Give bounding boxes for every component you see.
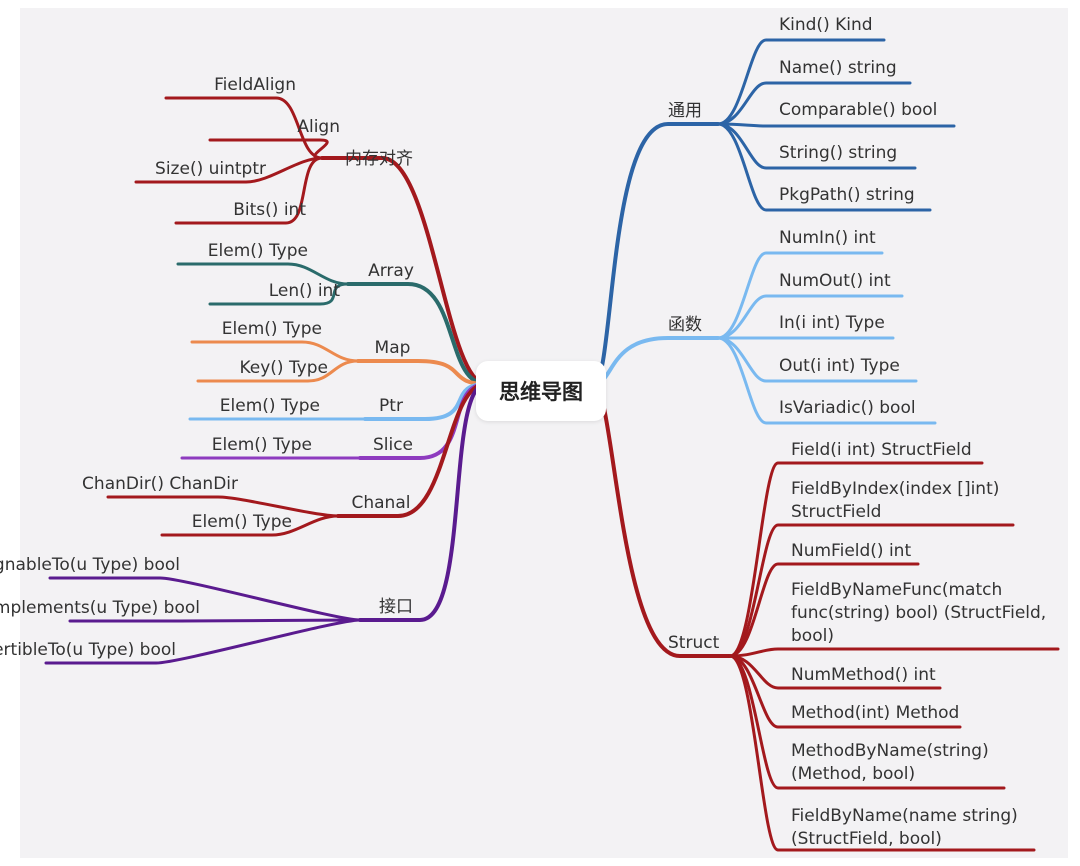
leaf-label-slice-0[interactable]: Elem() Type	[211, 435, 312, 455]
leaf-label-interface-1[interactable]: Implements(u Type) bool	[0, 598, 200, 618]
leaf-label-struct-6[interactable]: MethodByName(string) (Method, bool)	[791, 741, 989, 784]
branch-link-chan	[336, 382, 488, 518]
leaf-label-memory-3[interactable]: Bits() int	[233, 200, 306, 220]
leaf-label-struct-5[interactable]: Method(int) Method	[791, 703, 960, 723]
leaf-label-func-3[interactable]: Out(i int) Type	[779, 356, 900, 376]
leaf-label-ptr-0[interactable]: Elem() Type	[219, 396, 320, 416]
branch-link-interface	[358, 382, 488, 622]
root-node-label: 思维导图	[499, 380, 583, 404]
branch-label-map[interactable]: Map	[374, 338, 411, 358]
leaf-link-interface-2	[44, 618, 362, 665]
leaf-label-interface-0[interactable]: AssignableTo(u Type) bool	[0, 555, 180, 575]
leaf-label-struct-0[interactable]: Field(i int) StructField	[791, 440, 972, 460]
leaf-label-struct-1[interactable]: FieldByIndex(index []int) StructField	[791, 479, 1000, 522]
leaf-link-chan-1	[160, 514, 340, 537]
leaf-link-common-2	[716, 122, 956, 128]
leaf-link-memory-3	[174, 156, 324, 225]
leaf-link-common-4	[716, 122, 932, 212]
leaf-link-func-4	[716, 336, 937, 425]
branch-link-memory	[320, 156, 488, 386]
leaf-label-interface-2[interactable]: ConvertibleTo(u Type) bool	[0, 640, 176, 660]
branch-label-slice[interactable]: Slice	[372, 435, 414, 455]
leaf-label-struct-7[interactable]: FieldByName(name string) (StructField, b…	[791, 806, 1018, 849]
branch-label-struct[interactable]: Struct	[668, 633, 720, 653]
leaf-link-interface-0	[48, 576, 362, 622]
branch-label-memory[interactable]: 内存对齐	[345, 149, 413, 169]
leaf-label-common-1[interactable]: Name() string	[779, 58, 897, 78]
leaf-link-array-0	[176, 262, 350, 286]
leaf-link-func-0	[716, 251, 884, 340]
branch-link-array	[346, 282, 488, 386]
branch-link-common	[592, 122, 720, 386]
leaf-link-chan-0	[106, 495, 340, 518]
branch-label-func[interactable]: 函数	[668, 315, 702, 335]
leaf-link-array-1	[208, 282, 350, 306]
leaf-label-memory-2[interactable]: Size() uintptr	[155, 159, 266, 179]
leaf-label-common-4[interactable]: PkgPath() string	[779, 185, 915, 205]
leaf-link-struct-7	[728, 654, 1036, 852]
leaf-label-common-2[interactable]: Comparable() bool	[779, 100, 938, 120]
leaf-link-common-1	[716, 81, 912, 126]
leaf-label-memory-1[interactable]: Align	[297, 117, 340, 137]
leaf-label-memory-0[interactable]: FieldAlign	[214, 75, 296, 95]
leaf-label-func-4[interactable]: IsVariadic() bool	[779, 398, 916, 418]
leaf-label-struct-2[interactable]: NumField() int	[791, 541, 912, 561]
branch-link-func	[592, 336, 720, 386]
leaf-label-struct-3[interactable]: FieldByNameFunc(match func(string) bool)…	[791, 580, 1047, 646]
leaf-link-struct-3	[728, 647, 1060, 658]
leaf-label-chan-1[interactable]: Elem() Type	[191, 512, 292, 532]
leaf-link-struct-0	[728, 461, 984, 658]
branch-label-ptr[interactable]: Ptr	[379, 396, 403, 416]
leaf-label-common-0[interactable]: Kind() Kind	[779, 15, 873, 35]
leaf-label-struct-4[interactable]: NumMethod() int	[791, 665, 936, 685]
leaf-link-interface-1	[68, 618, 362, 623]
leaf-link-memory-2	[134, 156, 324, 184]
branch-label-chan[interactable]: Chanal	[351, 493, 411, 513]
leaf-label-array-1[interactable]: Len() int	[268, 281, 340, 301]
leaf-label-func-2[interactable]: In(i int) Type	[779, 313, 885, 333]
leaf-label-common-3[interactable]: String() string	[779, 143, 898, 163]
branch-label-interface[interactable]: 接口	[379, 597, 413, 617]
leaf-label-func-1[interactable]: NumOut() int	[779, 271, 891, 291]
leaf-link-struct-2	[728, 562, 920, 658]
leaf-label-map-1[interactable]: Key() Type	[239, 358, 328, 378]
mind-map-canvas	[20, 8, 1068, 858]
root-node[interactable]: 思维导图	[476, 361, 606, 421]
leaf-link-func-1	[716, 294, 904, 340]
leaf-label-func-0[interactable]: NumIn() int	[779, 228, 876, 248]
branch-link-map	[356, 359, 488, 386]
leaf-label-map-0[interactable]: Elem() Type	[221, 319, 322, 339]
leaf-link-common-0	[716, 38, 886, 126]
leaf-link-map-1	[196, 359, 360, 383]
branch-label-array[interactable]: Array	[368, 261, 414, 281]
branch-label-common[interactable]: 通用	[668, 101, 702, 121]
branch-link-struct	[592, 382, 732, 658]
leaf-label-chan-0[interactable]: ChanDir() ChanDir	[82, 474, 238, 494]
leaf-label-array-0[interactable]: Elem() Type	[207, 241, 308, 261]
